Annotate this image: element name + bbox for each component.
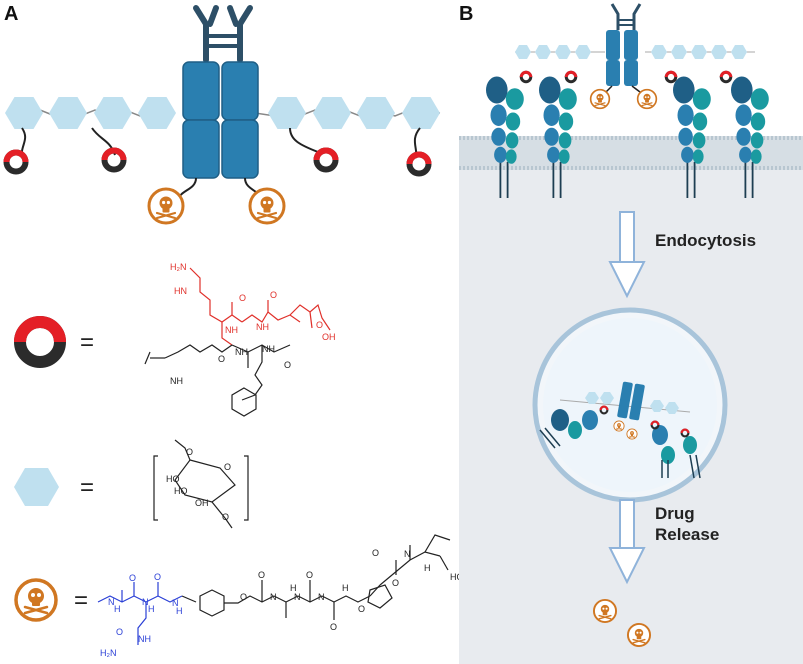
equals-sign: = <box>74 587 88 614</box>
chem-label: HN <box>174 286 187 296</box>
panel-a-label: A <box>4 3 18 25</box>
chem-label: N <box>404 549 411 559</box>
rgd-ring-icon <box>719 70 733 84</box>
drug-skull-icon <box>613 420 625 432</box>
rgd-ring-icon <box>664 70 678 84</box>
chem-label: H <box>114 604 121 614</box>
sugar-hexagon <box>357 97 395 129</box>
chem-label: OH <box>322 332 336 342</box>
chem-label: NH <box>256 322 269 332</box>
legend-rgd <box>14 316 66 368</box>
equals-sign: = <box>80 329 94 356</box>
drug-skull-icon <box>636 88 658 110</box>
chem-label: O <box>129 573 136 583</box>
rgd-ring-icon <box>564 70 578 84</box>
chem-label: O <box>316 320 323 330</box>
chem-label: O <box>240 592 247 602</box>
chem-label: O <box>330 622 337 632</box>
chem-label: NH <box>138 634 151 644</box>
chem-label: N <box>172 598 179 608</box>
rgd-ring-icon <box>519 70 533 84</box>
chem-label: O <box>372 548 379 558</box>
chem-label: HO <box>174 486 188 496</box>
rgd-peptide-structure <box>144 267 331 417</box>
legend-skull <box>14 578 58 622</box>
release-arrow <box>608 499 646 585</box>
drug-skull-icon <box>626 622 652 648</box>
legend-hexagon <box>14 468 59 506</box>
equals-sign: = <box>80 474 94 501</box>
chem-label: O <box>284 360 291 370</box>
chem-label: O <box>222 512 229 522</box>
chem-label: NH <box>225 325 238 335</box>
sugar-hexagon <box>313 97 351 129</box>
chem-label: NH <box>235 347 248 357</box>
chem-label: O <box>306 570 313 580</box>
chem-label: O <box>154 572 161 582</box>
panel-b-label: B <box>459 3 473 25</box>
linker-line <box>289 127 319 153</box>
sugar-hexagon <box>268 97 306 129</box>
drug-label: Drug <box>655 504 695 523</box>
chem-label: NH <box>262 344 275 354</box>
endocytosis-arrow <box>608 211 646 299</box>
chem-label: H <box>342 583 349 593</box>
chem-label: O <box>270 290 277 300</box>
endosome <box>532 307 728 503</box>
antibody <box>177 5 263 201</box>
rgd-ring-icon <box>317 151 336 170</box>
chem-label: N <box>294 592 301 602</box>
sugar-structure <box>153 439 249 529</box>
chem-label: N <box>318 592 325 602</box>
chem-label: N <box>108 597 115 607</box>
sugar-hexagon <box>138 97 176 129</box>
drug-skull-icon <box>147 187 185 225</box>
sugar-hexagon <box>49 97 87 129</box>
chem-label: O <box>224 462 231 472</box>
top-glycan-chain <box>515 45 755 59</box>
drug-skull-icon <box>248 187 286 225</box>
chem-label: N <box>270 592 277 602</box>
rgd-ring-icon <box>7 153 26 172</box>
sugar-hexagon <box>94 97 132 129</box>
drug-structure <box>97 534 495 645</box>
release-label: Release <box>655 525 719 544</box>
drug-skull-icon <box>589 88 611 110</box>
chem-label: H <box>290 583 297 593</box>
drug-skull-icon <box>592 598 618 624</box>
chem-label: H <box>148 604 155 614</box>
chem-label: H <box>424 563 431 573</box>
chem-label: HO <box>166 474 180 484</box>
rgd-ring-icon <box>105 151 124 170</box>
chem-label: OH <box>195 498 209 508</box>
chem-label: O <box>358 604 365 614</box>
drug-skull-icon <box>626 428 638 440</box>
chem-label: O <box>239 293 246 303</box>
chem-label: H₂N <box>100 648 117 658</box>
chem-label: HO <box>450 572 464 582</box>
sugar-hexagon <box>402 97 440 129</box>
chem-label: O <box>392 578 399 588</box>
sugar-hexagon <box>5 97 43 129</box>
chem-label: O <box>186 447 193 457</box>
endocytosis-label: Endocytosis <box>655 231 756 250</box>
chem-label: N <box>142 597 149 607</box>
antibody-small <box>605 3 642 93</box>
chem-label: O <box>116 627 123 637</box>
chem-label: O <box>218 354 225 364</box>
chem-label: H₂N <box>170 262 187 272</box>
rgd-ring-icon <box>410 155 429 174</box>
chem-label: O <box>258 570 265 580</box>
chem-label: H <box>176 606 183 616</box>
chem-label: NH <box>170 376 183 386</box>
